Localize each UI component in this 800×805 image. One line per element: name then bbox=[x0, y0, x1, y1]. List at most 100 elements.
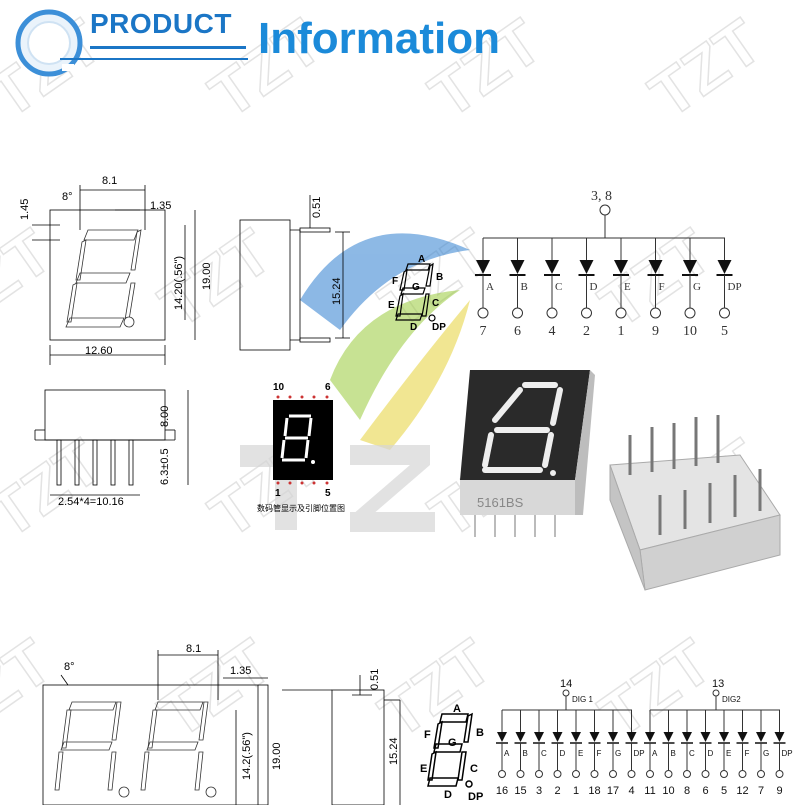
circuit-pin-number: 4 bbox=[549, 324, 556, 339]
circuit-common-pins: 3, 8 bbox=[591, 189, 612, 204]
segment2-label-e: E bbox=[420, 763, 427, 775]
segment2-label-b: B bbox=[476, 727, 484, 739]
circuit-pin-number: 6 bbox=[514, 324, 521, 339]
dim-width-top: 8.1 bbox=[102, 175, 117, 187]
circuit2-common2: 13 bbox=[712, 678, 724, 690]
circuit-segment-label: A bbox=[486, 281, 494, 293]
circuit2-diode: DP 9 bbox=[773, 710, 793, 797]
circuit-segment-label: E bbox=[624, 281, 631, 293]
circuit2-pin-number: 6 bbox=[702, 785, 708, 797]
circuit2-diode: B 10 bbox=[662, 710, 676, 797]
segment-label-dp: DP bbox=[432, 322, 446, 333]
display2-circuit: 14 DIG 1 13 DIG2 A16B15C3D2E1F18G17DP4A1… bbox=[496, 678, 793, 797]
circuit2-diode: E5 bbox=[718, 710, 731, 797]
circuit2-pin-number: 8 bbox=[684, 785, 690, 797]
segment-label-c: C bbox=[432, 298, 439, 309]
dim2-height: 19.00 bbox=[271, 742, 283, 770]
header-ring-icon bbox=[15, 9, 83, 77]
circuit-pin-number: 1 bbox=[618, 324, 625, 339]
circuit2-diode: F 12 bbox=[736, 710, 750, 797]
circuit2-segment-label: F bbox=[597, 749, 602, 758]
dim-top-offset: 1.45 bbox=[20, 199, 31, 220]
segment2-label-g: G bbox=[448, 737, 457, 749]
display1-photo-back bbox=[609, 415, 781, 591]
circuit-segment-label: DP bbox=[728, 281, 742, 293]
circuit-diode: E1 bbox=[613, 238, 631, 339]
circuit2-segment-label: B bbox=[523, 749, 528, 758]
circuit-segment-label: C bbox=[555, 281, 562, 293]
circuit2-diode: C3 bbox=[533, 710, 547, 797]
brand-swirl-logo bbox=[300, 233, 470, 450]
circuit2-pin-number: 10 bbox=[662, 785, 674, 797]
circuit-segment-label: D bbox=[590, 281, 598, 293]
pin-map-bottom-right: 5 bbox=[325, 488, 331, 499]
circuit2-segment-label: DP bbox=[634, 749, 645, 758]
circuit-pin-number: 5 bbox=[721, 324, 728, 339]
dim2-side-top: 0.51 bbox=[369, 669, 381, 690]
circuit2-segment-label: E bbox=[578, 749, 583, 758]
display1-photo: 5161BS bbox=[460, 370, 595, 537]
segment-label-e: E bbox=[388, 300, 395, 311]
circuit-segment-label: F bbox=[659, 281, 665, 293]
circuit2-pin-number: 11 bbox=[644, 785, 655, 797]
circuit2-segment-label: D bbox=[708, 749, 714, 758]
circuit2-diode: D6 bbox=[699, 710, 714, 797]
display1-side-drawing: 0.51 15.24 bbox=[239, 195, 350, 351]
circuit2-segment-label: DP bbox=[782, 749, 793, 758]
pin-map-caption: 数码管显示及引脚位置图 bbox=[257, 503, 345, 513]
circuit2-diode: A 11 bbox=[644, 710, 658, 797]
segment2-label-c: C bbox=[470, 763, 478, 775]
segment-label-f: F bbox=[392, 276, 398, 287]
circuit-diode: B6 bbox=[509, 238, 528, 339]
circuit2-pin-number: 16 bbox=[496, 785, 508, 797]
circuit2-segment-label: A bbox=[504, 749, 510, 758]
circuit2-pin-number: 9 bbox=[776, 785, 782, 797]
display1-front-drawing: 8.1 1.45 8° 1.35 14.20(.56") 19.00 12.60 bbox=[20, 175, 213, 365]
segment-label-d: D bbox=[410, 322, 417, 333]
circuit-diode: C4 bbox=[544, 238, 562, 339]
dim-side-height: 15.24 bbox=[331, 277, 343, 305]
circuit2-common1: 14 bbox=[560, 678, 572, 690]
circuit-diode: D2 bbox=[578, 238, 598, 339]
header-product-label: PRODUCT bbox=[90, 8, 232, 39]
circuit2-pin-number: 15 bbox=[514, 785, 526, 797]
display2-front-drawing: 8° 8.1 1.35 14.2(.56") 19.00 bbox=[42, 643, 283, 805]
circuit2-diode: D2 bbox=[551, 710, 566, 797]
circuit2-segment-label: A bbox=[652, 749, 658, 758]
segment2-label-f: F bbox=[424, 729, 431, 741]
circuit2-segment-label: C bbox=[689, 749, 695, 758]
circuit2-diode: A 16 bbox=[496, 710, 510, 797]
circuit2-pin-number: 18 bbox=[588, 785, 600, 797]
circuit2-segment-label: C bbox=[541, 749, 547, 758]
part-number-label: 5161BS bbox=[477, 495, 524, 510]
circuit2-segment-label: F bbox=[745, 749, 750, 758]
dim2-width-top: 8.1 bbox=[186, 643, 201, 655]
segment2-label-a: A bbox=[453, 703, 461, 715]
dim2-slant: 8° bbox=[64, 661, 75, 673]
header-underline bbox=[90, 46, 246, 49]
dim2-char-height: 14.2(.56") bbox=[241, 732, 253, 780]
dim-slant: 8° bbox=[62, 191, 73, 203]
dim-width: 12.60 bbox=[85, 345, 113, 357]
pin-map-top-left: 10 bbox=[273, 382, 285, 393]
header-title: Information bbox=[258, 14, 500, 63]
circuit-pin-number: 2 bbox=[583, 324, 590, 339]
circuit2-pin-number: 4 bbox=[628, 785, 634, 797]
circuit2-diode: F 18 bbox=[588, 710, 602, 797]
dim-pin-length: 6.3±0.5 bbox=[159, 448, 171, 485]
circuit2-pin-number: 7 bbox=[758, 785, 764, 797]
circuit2-segment-label: B bbox=[671, 749, 676, 758]
circuit2-pin-number: 12 bbox=[736, 785, 748, 797]
circuit2-dig2: DIG2 bbox=[722, 695, 741, 704]
display2-side-drawing: 0.51 15.24 bbox=[282, 669, 401, 805]
circuit2-diode: E1 bbox=[570, 710, 583, 797]
circuit2-diode: DP 4 bbox=[625, 710, 645, 797]
segment2-label-d: D bbox=[444, 789, 452, 801]
header-underline-2 bbox=[60, 58, 248, 60]
circuit2-pin-number: 2 bbox=[554, 785, 560, 797]
circuit2-diode: G7 bbox=[755, 710, 769, 797]
circuit-diode: F9 bbox=[647, 238, 665, 339]
watermark-text: TZT bbox=[637, 5, 774, 131]
circuit2-segment-label: G bbox=[615, 749, 621, 758]
